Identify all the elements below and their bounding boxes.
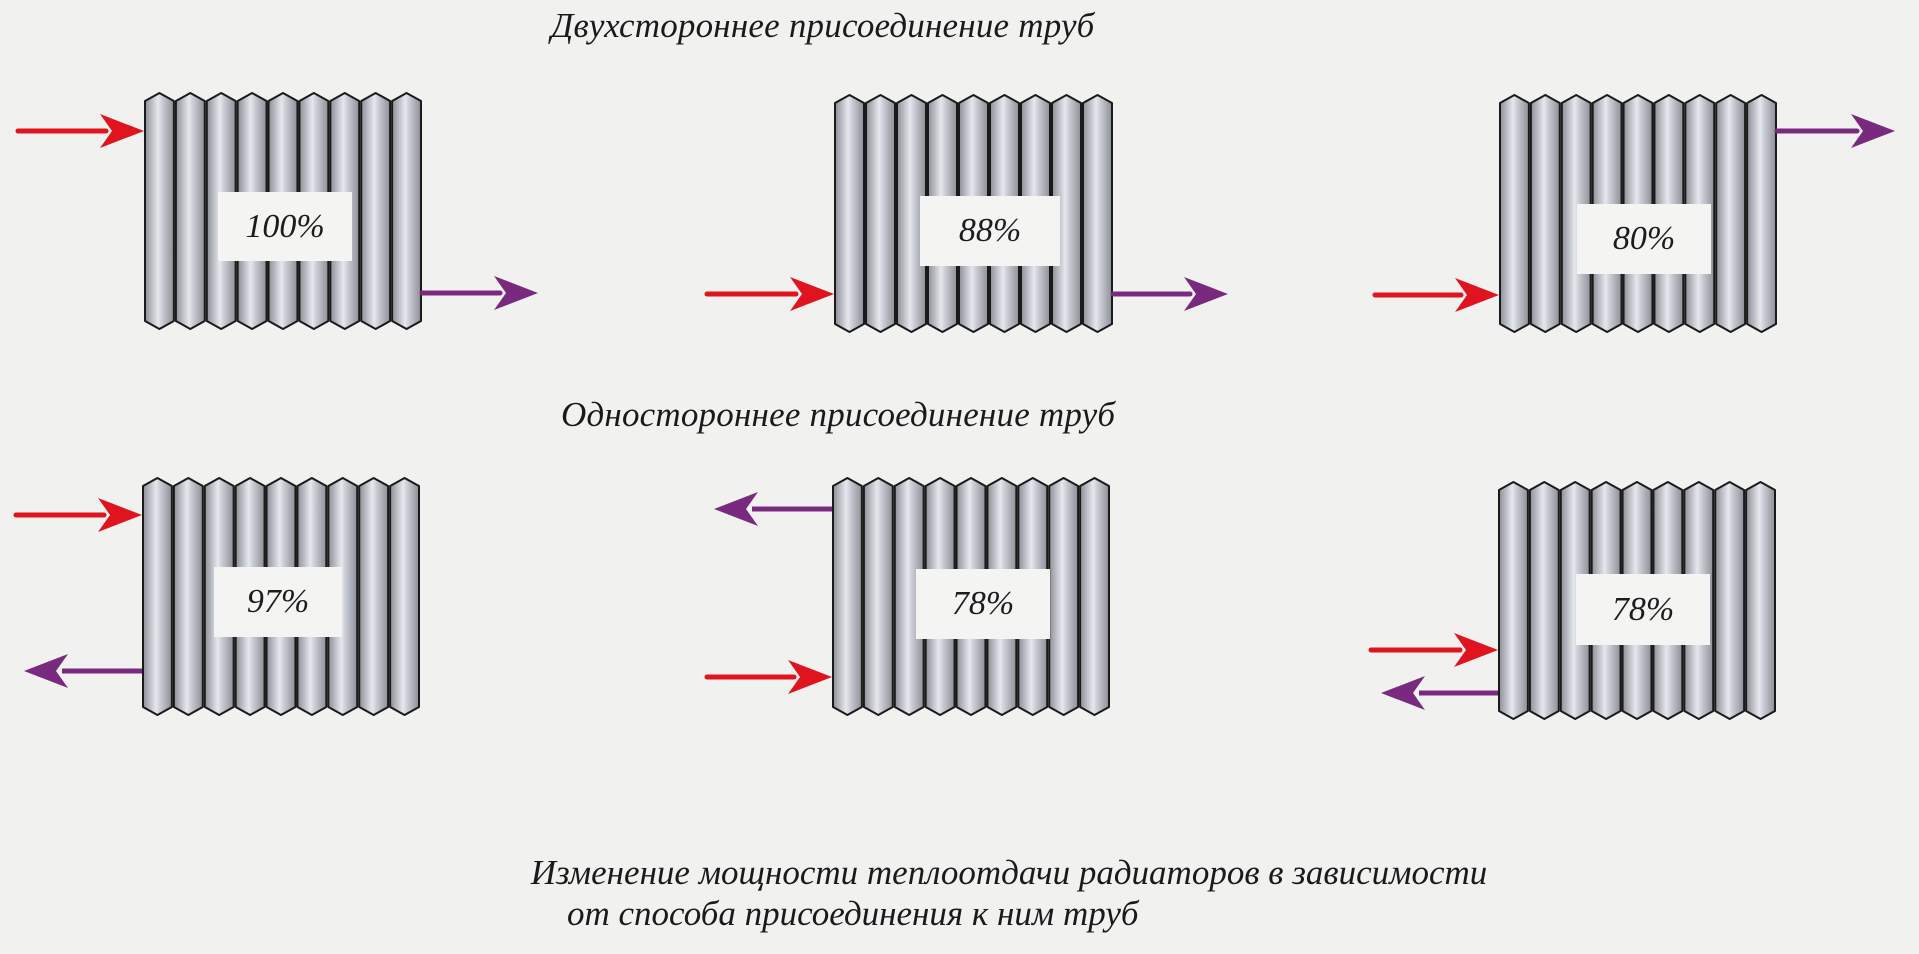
supply-arrow-icon xyxy=(704,274,834,314)
supply-arrow-icon xyxy=(704,657,832,697)
return-arrow-icon xyxy=(714,489,832,529)
efficiency-label: 97% xyxy=(214,567,342,637)
radiator-icon xyxy=(142,477,420,716)
radiator-icon xyxy=(832,477,1110,716)
section-title-two-sided: Двухстороннее присоединение труб xyxy=(551,6,1095,45)
radiator-two-sided-3: 80% xyxy=(1499,94,1777,333)
caption-line-1: Изменение мощности теплоотдачи радиаторо… xyxy=(530,853,1488,892)
radiator-one-sided-1: 97% xyxy=(142,477,420,716)
radiator-one-sided-2: 78% xyxy=(832,477,1110,716)
supply-arrow-icon xyxy=(1372,275,1499,315)
efficiency-label: 78% xyxy=(1576,574,1710,645)
radiator-icon xyxy=(1498,481,1776,720)
return-arrow-icon xyxy=(419,273,538,313)
supply-arrow-icon xyxy=(1368,630,1498,670)
supply-arrow-icon xyxy=(15,111,144,151)
supply-arrow-icon xyxy=(13,495,142,535)
radiator-one-sided-3: 78% xyxy=(1498,481,1776,720)
return-arrow-icon xyxy=(1381,673,1498,713)
return-arrow-icon xyxy=(1110,274,1228,314)
return-arrow-icon xyxy=(24,651,142,691)
efficiency-label: 100% xyxy=(218,192,352,261)
radiator-two-sided-2: 88% xyxy=(834,94,1113,333)
section-title-one-sided: Одностороннее присоединение труб xyxy=(561,395,1116,434)
efficiency-label: 78% xyxy=(916,569,1050,639)
efficiency-label: 88% xyxy=(920,196,1060,266)
return-arrow-icon xyxy=(1774,111,1895,151)
radiator-two-sided-1: 100% xyxy=(144,92,422,330)
caption-line-2: от способа присоединения к ним труб xyxy=(567,894,1139,933)
efficiency-label: 80% xyxy=(1577,204,1711,274)
